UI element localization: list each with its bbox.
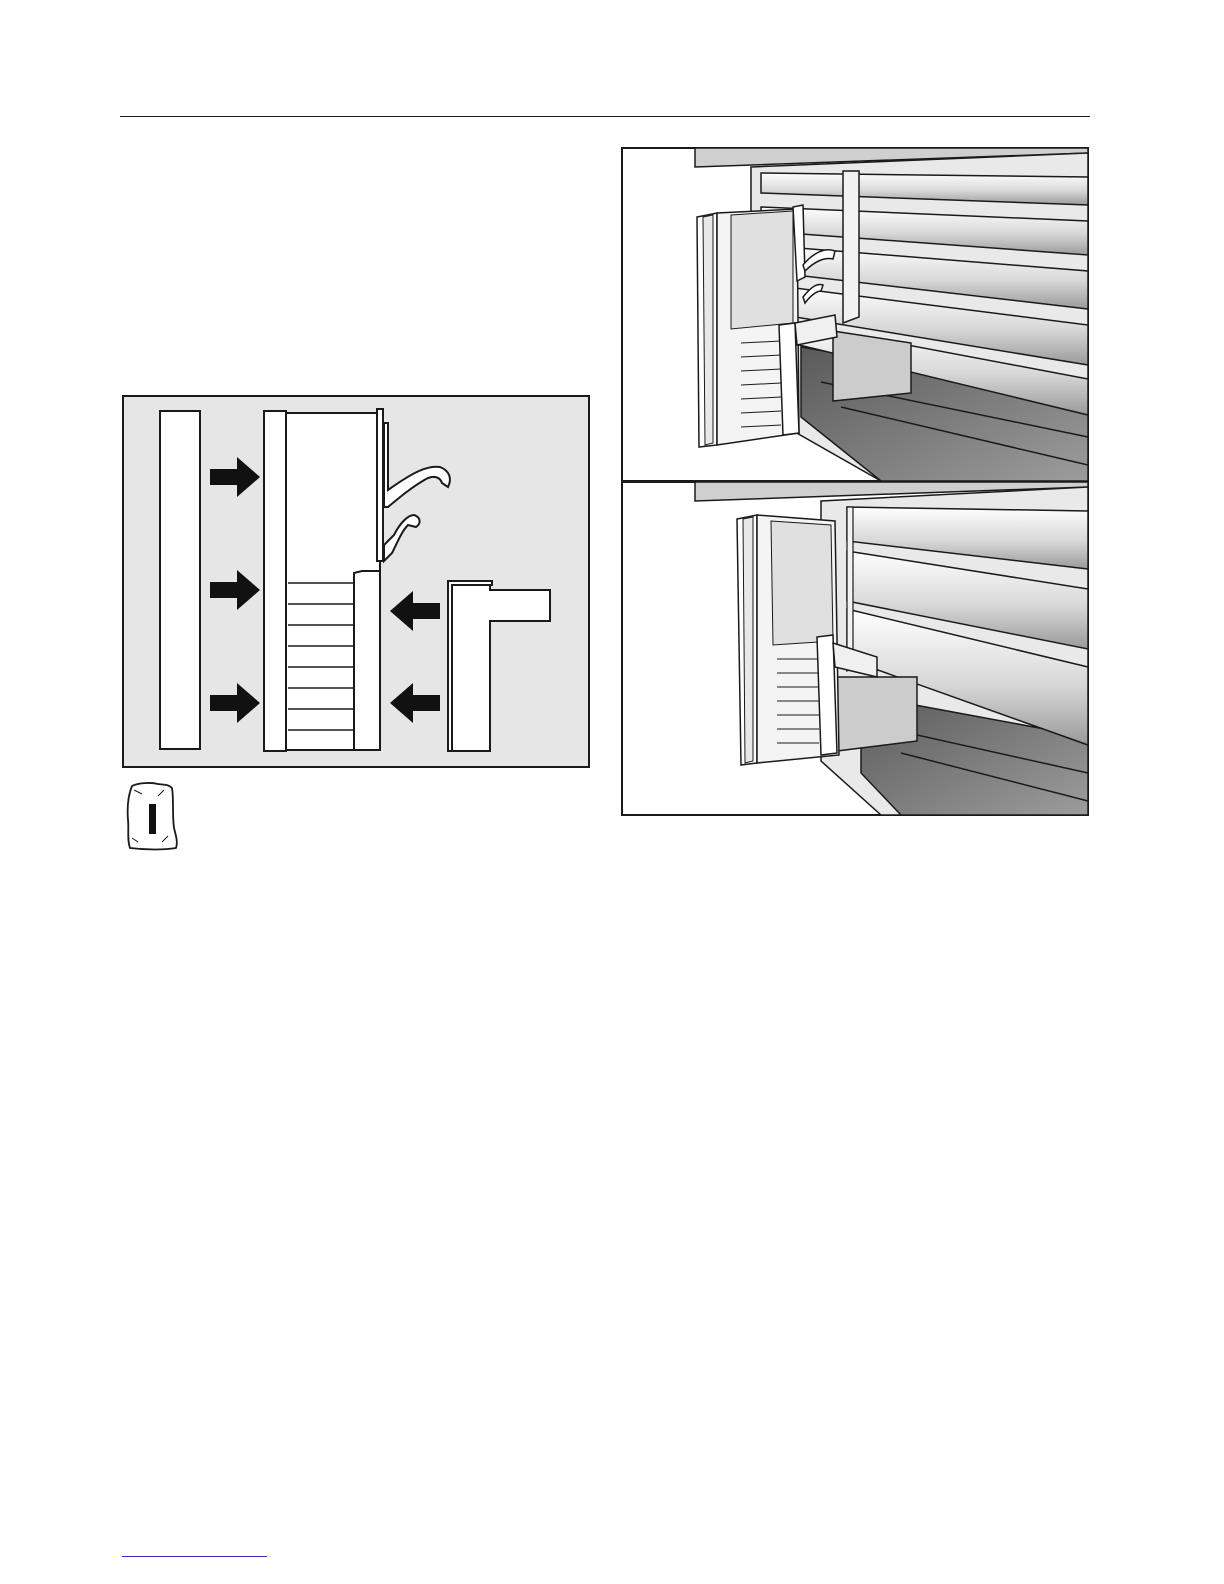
footer-link-underline (122, 1556, 267, 1557)
fitting-before-illustration (621, 147, 1089, 482)
assembly-diagram (122, 395, 590, 768)
fitting-after-illustration (621, 481, 1089, 816)
parts-bag-icon (124, 780, 182, 852)
trim-strip (160, 411, 200, 749)
header-rule (120, 116, 1090, 117)
